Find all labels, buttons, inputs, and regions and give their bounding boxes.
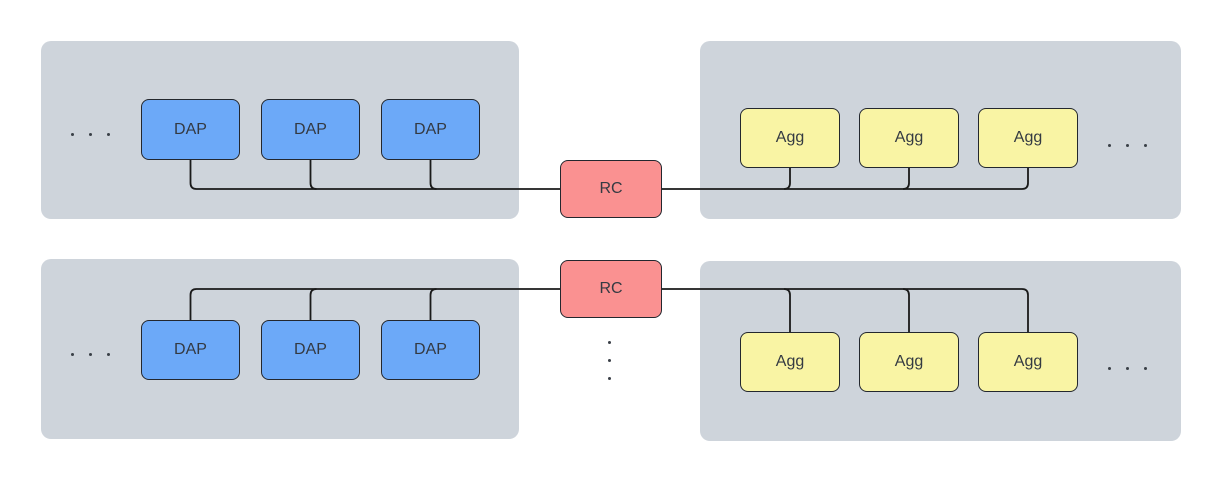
connector-line	[189, 160, 560, 190]
dap-node: DAP	[381, 320, 480, 380]
dap-node: DAP	[141, 99, 240, 160]
connector-line	[309, 288, 317, 320]
connector-line	[902, 168, 910, 190]
connector-line	[309, 160, 317, 190]
connector-line	[783, 168, 791, 190]
dap-node: DAP	[141, 320, 240, 380]
ellipsis-vertical-icon	[607, 340, 611, 380]
dap-node: DAP	[381, 99, 480, 160]
connector-line	[429, 288, 437, 320]
connector-line	[662, 168, 1029, 190]
connector-line	[783, 288, 791, 332]
connector-line	[662, 288, 1029, 332]
agg-node: Agg	[740, 108, 840, 168]
connector-line	[189, 288, 560, 320]
agg-node: Agg	[740, 332, 840, 392]
dap-node: DAP	[261, 99, 360, 160]
rc-node: RC	[560, 260, 662, 318]
ellipsis-horizontal-icon	[70, 352, 110, 356]
agg-node: Agg	[859, 332, 959, 392]
agg-node: Agg	[859, 108, 959, 168]
dap-node: DAP	[261, 320, 360, 380]
agg-node: Agg	[978, 332, 1078, 392]
rc-node: RC	[560, 160, 662, 218]
ellipsis-horizontal-icon	[1107, 143, 1147, 147]
connector-line	[429, 160, 437, 190]
connector-line	[902, 288, 910, 332]
ellipsis-horizontal-icon	[70, 132, 110, 136]
ellipsis-horizontal-icon	[1107, 366, 1147, 370]
agg-node: Agg	[978, 108, 1078, 168]
